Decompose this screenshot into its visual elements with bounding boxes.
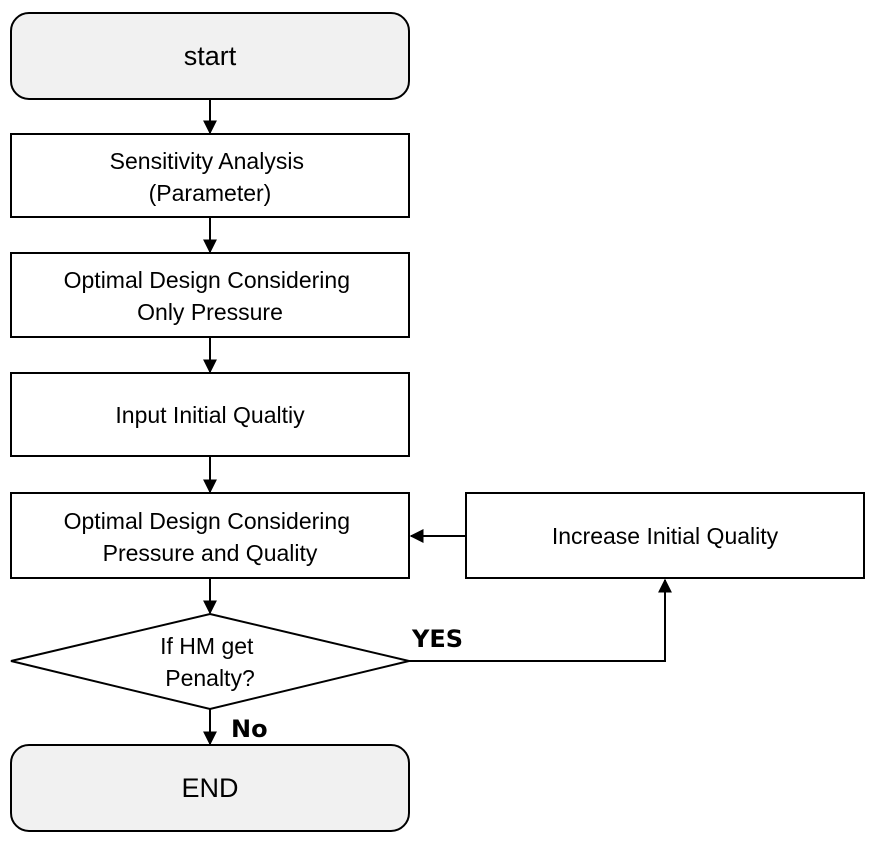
optimal-pressure-label-line2: Only Pressure bbox=[137, 299, 283, 325]
decision-label-line1: If HM get bbox=[160, 633, 254, 659]
svg-text:Optimal Design Considering: Optimal Design Considering Pressure and … bbox=[64, 508, 357, 566]
svg-text:Sensitivity Analysis (Pa: Sensitivity Analysis (Parameter) bbox=[110, 148, 311, 206]
optimal-pressure-quality-label-line2: Pressure and Quality bbox=[103, 540, 318, 566]
increase-quality-node: Increase Initial Quality bbox=[465, 492, 865, 579]
end-label: END bbox=[181, 773, 238, 803]
optimal-pressure-label-line1: Optimal Design Considering bbox=[64, 267, 350, 293]
start-label: start bbox=[184, 41, 237, 71]
optimal-pressure-quality-node: Optimal Design Considering Pressure and … bbox=[10, 492, 410, 579]
yes-label: YES bbox=[411, 625, 463, 653]
input-quality-label: Input Initial Qualtiy bbox=[115, 402, 305, 428]
optimal-pressure-node: Optimal Design Considering Only Pressure bbox=[10, 252, 410, 338]
svg-text:If HM get Penalty?: If HM get Penalty? bbox=[160, 633, 260, 691]
decision-label-line2: Penalty? bbox=[165, 665, 255, 691]
optimal-pressure-quality-label-line1: Optimal Design Considering bbox=[64, 508, 350, 534]
sensitivity-label-line2: (Parameter) bbox=[149, 180, 272, 206]
increase-quality-label: Increase Initial Quality bbox=[552, 523, 779, 549]
svg-text:Optimal Design Considering: Optimal Design Considering Only Pressure bbox=[64, 267, 357, 325]
end-node: END bbox=[10, 744, 410, 832]
sensitivity-analysis-node: Sensitivity Analysis (Parameter) bbox=[10, 133, 410, 218]
no-label: No bbox=[231, 715, 268, 743]
sensitivity-label-line1: Sensitivity Analysis bbox=[110, 148, 304, 174]
arrow-yes-to-increase bbox=[409, 578, 672, 662]
decision-node: If HM get Penalty? bbox=[10, 612, 410, 711]
input-quality-node: Input Initial Qualtiy bbox=[10, 372, 410, 457]
start-node: start bbox=[10, 12, 410, 100]
